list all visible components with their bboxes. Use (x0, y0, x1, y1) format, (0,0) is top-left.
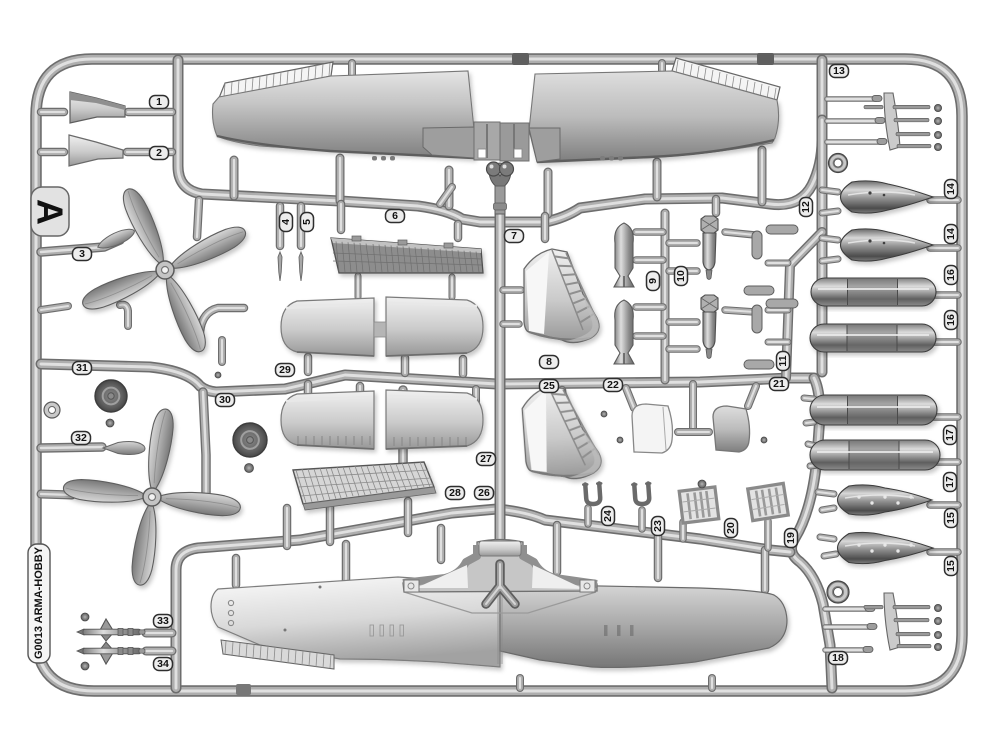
svg-text:1: 1 (156, 96, 162, 108)
svg-text:2: 2 (156, 147, 162, 159)
svg-text:16: 16 (945, 269, 957, 281)
svg-text:5: 5 (301, 219, 313, 225)
svg-text:15: 15 (945, 512, 957, 524)
svg-text:G0013 ARMA-HOBBY: G0013 ARMA-HOBBY (33, 546, 45, 659)
svg-text:33: 33 (157, 615, 169, 627)
svg-text:14: 14 (945, 228, 957, 240)
svg-text:21: 21 (773, 378, 785, 390)
svg-text:19: 19 (785, 532, 797, 544)
svg-text:12: 12 (800, 201, 812, 213)
svg-text:20: 20 (725, 522, 737, 534)
svg-text:28: 28 (449, 487, 461, 499)
svg-text:8: 8 (546, 356, 552, 368)
svg-text:16: 16 (945, 314, 957, 326)
svg-text:7: 7 (511, 230, 517, 242)
svg-text:24: 24 (602, 510, 614, 522)
svg-text:34: 34 (157, 658, 169, 670)
svg-text:15: 15 (945, 560, 957, 572)
svg-text:29: 29 (279, 364, 291, 376)
svg-text:10: 10 (675, 270, 687, 282)
svg-text:14: 14 (945, 183, 957, 195)
svg-text:3: 3 (79, 248, 85, 260)
svg-text:17: 17 (944, 429, 956, 441)
svg-text:17: 17 (944, 476, 956, 488)
svg-text:9: 9 (647, 278, 659, 284)
svg-text:4: 4 (280, 219, 292, 225)
svg-text:31: 31 (76, 362, 88, 374)
svg-text:18: 18 (832, 652, 844, 664)
svg-text:A: A (30, 199, 71, 225)
svg-text:32: 32 (75, 432, 87, 444)
svg-text:6: 6 (392, 210, 398, 222)
svg-text:30: 30 (219, 394, 231, 406)
svg-text:25: 25 (543, 380, 555, 392)
svg-text:27: 27 (480, 453, 492, 465)
svg-text:13: 13 (833, 65, 845, 77)
svg-text:23: 23 (652, 520, 664, 532)
svg-text:26: 26 (478, 487, 490, 499)
svg-text:11: 11 (777, 355, 789, 366)
svg-text:22: 22 (607, 379, 619, 391)
